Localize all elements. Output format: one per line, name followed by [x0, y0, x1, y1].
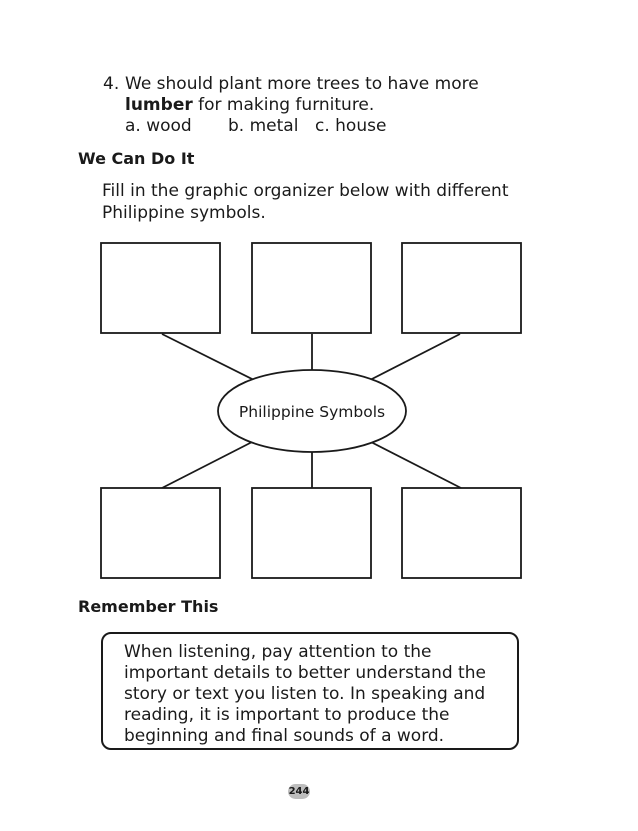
question-number: 4. [103, 74, 120, 94]
section-heading-we-can-do-it: We Can Do It [78, 149, 195, 168]
page-number: 244 [288, 784, 310, 799]
connector-line [367, 333, 461, 382]
organizer-box-top-center[interactable] [251, 242, 372, 334]
remember-box: When listening, pay attention to the imp… [101, 632, 519, 750]
choice-b[interactable]: b. metal [228, 116, 299, 136]
organizer-instruction: Fill in the graphic organizer below with… [102, 181, 509, 223]
organizer-box-bottom-center[interactable] [251, 487, 372, 579]
remember-text: When listening, pay attention to the imp… [124, 642, 486, 746]
choice-a[interactable]: a. wood [125, 116, 192, 136]
section-heading-remember-this: Remember This [78, 597, 219, 616]
organizer-center-label: Philippine Symbols [239, 403, 385, 421]
question-text-line2: lumber for making furniture. [125, 95, 374, 115]
choice-c[interactable]: c. house [315, 116, 387, 136]
question-text-rest: for making furniture. [192, 95, 375, 115]
connector-line [161, 333, 259, 383]
organizer-box-bottom-right[interactable] [401, 487, 522, 579]
answer-choices: a. wood b. metal c. house [125, 116, 386, 136]
organizer-center-oval [217, 369, 407, 453]
connector-line [161, 440, 255, 489]
organizer-box-bottom-left[interactable] [100, 487, 221, 579]
question-keyword: lumber [125, 95, 193, 115]
organizer-box-top-left[interactable] [100, 242, 221, 334]
question-text-line1: We should plant more trees to have more [125, 74, 479, 94]
organizer-box-top-right[interactable] [401, 242, 522, 334]
connector-line [368, 440, 462, 489]
